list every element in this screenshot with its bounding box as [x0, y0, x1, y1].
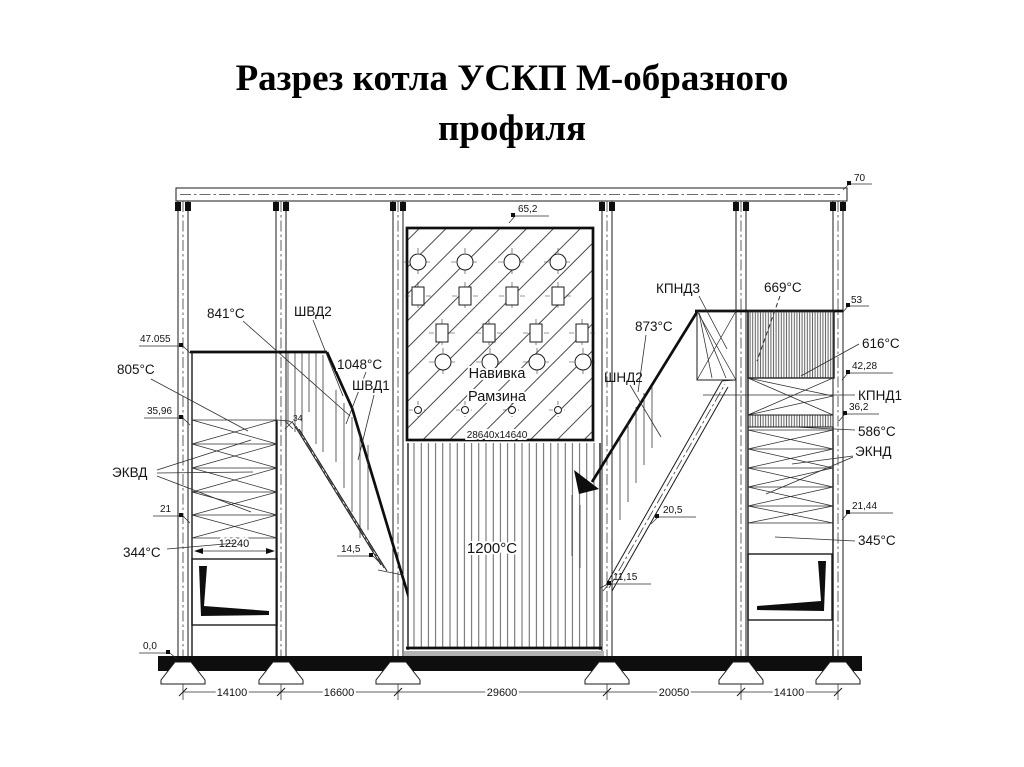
ramzin-label-line1: Навивка	[469, 366, 527, 382]
elevation-42-28: 42,28	[841, 361, 893, 381]
kpnd-cross-braced-zone	[747, 377, 834, 416]
ground	[158, 656, 862, 671]
kpnd3-label: КПНД3	[656, 281, 700, 296]
right-diagonal-duct	[571, 311, 737, 592]
kpnd-hatched-block	[747, 310, 835, 379]
temp-345-label: 345°C	[858, 533, 896, 548]
svg-text:20,5: 20,5	[663, 505, 683, 516]
shvd1-label: ШВД1	[352, 378, 390, 393]
svg-text:65,2: 65,2	[518, 204, 538, 215]
elevation-marks: 70 53 47.055 35,96 21 0,0	[139, 173, 893, 660]
right-shaft	[747, 311, 834, 656]
shnd-platen-tubes	[571, 386, 653, 568]
elevation-0-0: 0,0	[139, 641, 178, 660]
span-dim-5: 14100	[774, 687, 805, 699]
elevation-53: 53	[842, 295, 869, 313]
svg-text:70: 70	[854, 173, 866, 184]
title-line-2: профиля	[438, 108, 586, 149]
svg-text:11,15: 11,15	[613, 572, 638, 583]
ekvd-label: ЭКВД	[112, 465, 147, 480]
elevation-47-055: 47.055	[139, 334, 191, 354]
svg-text:35,96: 35,96	[147, 406, 172, 417]
svg-text:47.055: 47.055	[140, 334, 171, 345]
elevation-14-5: 14,5	[337, 544, 381, 564]
temp-586-label: 586°C	[858, 424, 896, 439]
temp-841-label: 841°C	[207, 306, 245, 321]
column-4	[599, 201, 615, 671]
ekvd-heat-exchanger	[191, 419, 278, 539]
eknd-label: ЭКНД	[855, 444, 891, 459]
svg-text:14,5: 14,5	[341, 544, 361, 555]
column-5	[733, 201, 749, 671]
shvd2-label: ШВД2	[294, 304, 332, 319]
temp-1048-label: 1048°C	[337, 357, 382, 372]
bottom-dimension-line: 14100 16600 29600 20050 14100	[178, 684, 843, 701]
elevation-65-2: 65,2	[508, 204, 549, 224]
dim-12240: 12240	[194, 536, 275, 554]
svg-text:42,28: 42,28	[852, 361, 877, 372]
left-shaft: 12240	[190, 350, 327, 656]
svg-text:0,0: 0,0	[143, 641, 157, 652]
shnd2-label: ШНД2	[604, 370, 643, 385]
temp-805-label: 805°C	[117, 362, 155, 377]
svg-text:21,44: 21,44	[852, 501, 877, 512]
temp-873-label: 873°C	[635, 319, 673, 334]
kpnd1-tube-strip	[747, 414, 834, 428]
dim-12240-label: 12240	[219, 538, 250, 550]
kpnd3-braced-box	[696, 310, 737, 381]
span-dim-1: 14100	[217, 687, 248, 699]
furnace: 1200°C	[404, 443, 604, 656]
left-ash-hopper-shape	[199, 566, 269, 616]
ramzin-label-line2: Рамзина	[468, 389, 527, 405]
kpnd-assembly	[695, 309, 843, 428]
furnace-temp-label: 1200°C	[467, 540, 517, 557]
column-footings	[160, 661, 861, 685]
span-dim-2: 16600	[324, 687, 355, 699]
elevation-36-2: 36,2	[838, 402, 879, 422]
elevation-34: 34	[284, 413, 303, 430]
annotation-labels: 841°C ШВД2 805°C ЭКВД 344°C 1048°C ШВД1 …	[112, 280, 902, 560]
elevation-21-44: 21,44	[841, 501, 893, 521]
top-beam	[175, 187, 848, 202]
elevation-21: 21	[153, 504, 191, 524]
right-ash-hopper-shape	[757, 561, 826, 611]
elevation-20-5: 20,5	[650, 505, 696, 525]
svg-text:36,2: 36,2	[849, 402, 869, 413]
elevation-35-96: 35,96	[144, 406, 191, 426]
temp-344-label: 344°C	[123, 545, 161, 560]
kpnd1-label: КПНД1	[858, 388, 902, 403]
eknd-heat-exchanger	[747, 429, 834, 524]
column-3	[390, 201, 406, 671]
svg-text:34: 34	[293, 413, 303, 423]
temp-616-label: 616°C	[862, 336, 900, 351]
furnace-size-label: 28640x14640	[467, 430, 528, 441]
shvd-platen-tubes	[287, 353, 369, 538]
svg-text:21: 21	[160, 504, 172, 515]
temp-669-label: 669°C	[764, 280, 802, 295]
title-line-1: Разрез котла УСКП М-образного	[236, 58, 789, 99]
column-2	[273, 201, 289, 671]
column-1	[175, 201, 191, 671]
page-title: Разрез котла УСКП М-образного профиля	[236, 58, 789, 149]
span-dim-4: 20050	[659, 687, 690, 699]
elevation-11-15: 11,15	[602, 572, 651, 592]
span-dim-3: 29600	[487, 687, 518, 699]
svg-text:53: 53	[851, 295, 863, 306]
elevation-70: 70	[842, 173, 872, 191]
ramzin-winding-block: Навивка Рамзина 28640x14640	[403, 226, 598, 443]
